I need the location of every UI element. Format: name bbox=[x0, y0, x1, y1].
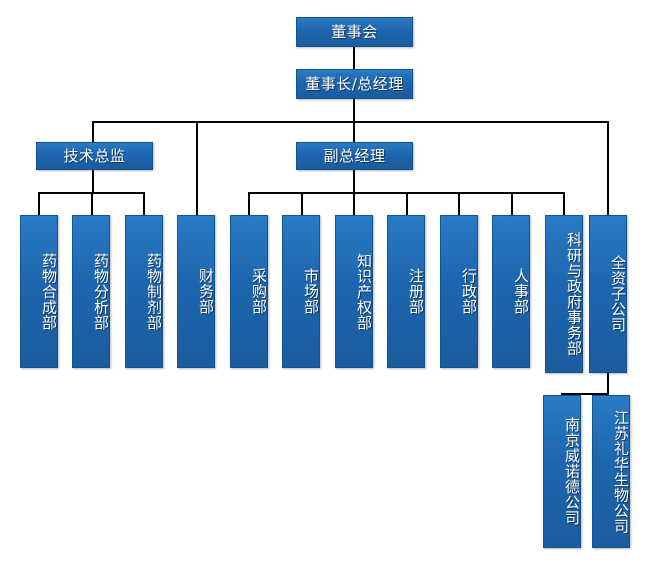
node-dept-administration[interactable]: 行政部 bbox=[440, 215, 478, 368]
node-dept-human-resources[interactable]: 人事部 bbox=[492, 215, 530, 368]
connector-drop-finance bbox=[196, 121, 198, 215]
node-tech-director[interactable]: 技术总监 bbox=[36, 142, 153, 170]
node-wholly-owned-subsidiaries[interactable]: 全资子公司 bbox=[589, 215, 627, 373]
node-deputy-gm[interactable]: 副总经理 bbox=[296, 142, 413, 170]
connector-drop-dept-7 bbox=[406, 192, 408, 215]
connector-drop-dept-10 bbox=[563, 192, 565, 215]
node-board[interactable]: 董事会 bbox=[296, 17, 413, 47]
node-dept-procurement[interactable]: 采购部 bbox=[230, 215, 268, 368]
connector-drop-dept-9 bbox=[511, 192, 513, 215]
node-dept-marketing[interactable]: 市场部 bbox=[282, 215, 320, 368]
connector-level2-bus bbox=[92, 121, 609, 123]
connector-tech-director-drop bbox=[92, 170, 94, 193]
connector-subsidiaries-bus bbox=[561, 393, 609, 395]
connector-drop-dept-0 bbox=[38, 192, 40, 215]
node-company-jiangsu-lihua-bio[interactable]: 江苏礼华生物公司 bbox=[592, 395, 630, 548]
node-company-nanjing-winnorde[interactable]: 南京威诺德公司 bbox=[543, 395, 581, 548]
connector-chairman-drop bbox=[353, 99, 355, 122]
node-dept-finance[interactable]: 财务部 bbox=[177, 215, 215, 368]
connector-board-to-chairman bbox=[353, 47, 355, 69]
connector-drop-dept-8 bbox=[458, 192, 460, 215]
node-dept-intellectual-property[interactable]: 知识产权部 bbox=[335, 215, 373, 368]
node-chairman[interactable]: 董事长/总经理 bbox=[296, 69, 413, 99]
connector-drop-dept-1 bbox=[91, 192, 93, 215]
connector-deputy-gm-drop bbox=[353, 170, 355, 193]
connector-drop-dept-5 bbox=[301, 192, 303, 215]
connector-drop-dept-4 bbox=[248, 192, 250, 215]
node-dept-registration[interactable]: 注册部 bbox=[387, 215, 425, 368]
connector-drop-dept-6 bbox=[353, 192, 355, 215]
node-dept-research-and-government-affairs[interactable]: 科研与政府事务部 bbox=[545, 215, 583, 373]
connector-drop-tech-director bbox=[92, 121, 94, 142]
connector-subsidiaries-drop bbox=[607, 373, 609, 395]
connector-drop-deputy-gm bbox=[353, 121, 355, 142]
node-dept-drug-formulation[interactable]: 药物制剂部 bbox=[125, 215, 163, 368]
connector-drop-dept-2 bbox=[143, 192, 145, 215]
node-dept-drug-analysis[interactable]: 药物分析部 bbox=[72, 215, 110, 368]
connector-drop-subsidiaries bbox=[607, 121, 609, 215]
node-dept-drug-synthesis[interactable]: 药物合成部 bbox=[20, 215, 58, 368]
